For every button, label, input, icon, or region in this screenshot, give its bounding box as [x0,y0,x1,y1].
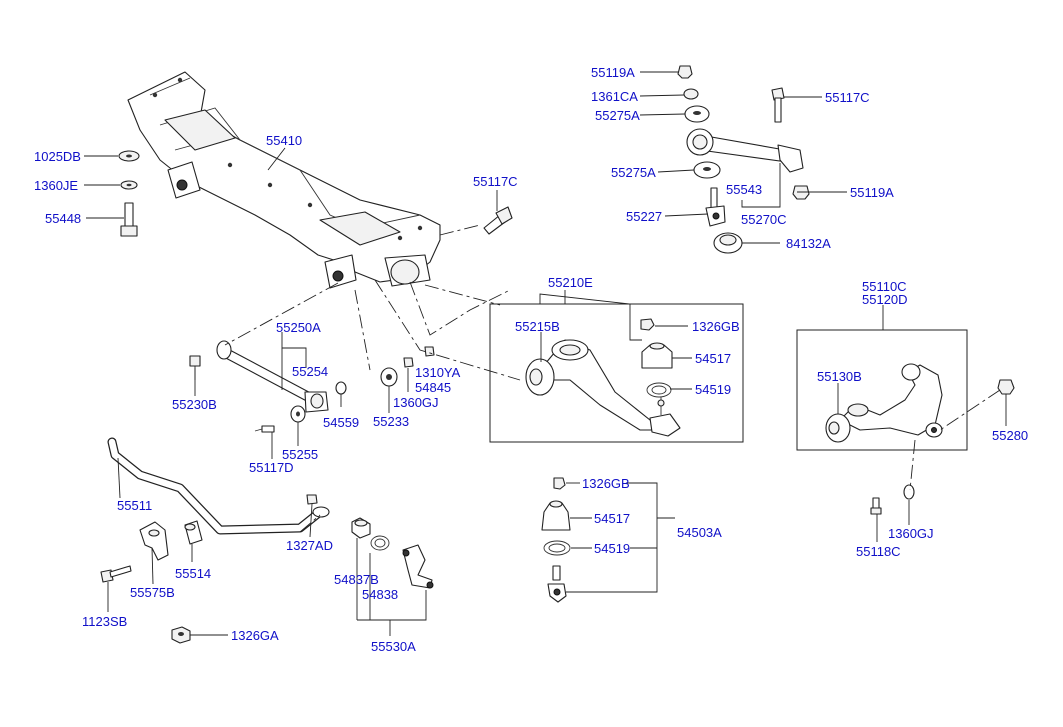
upper-arm-55110c-drawing [839,363,943,438]
label-54837b: 54837B [334,572,379,587]
bushing-54837b-drawing [351,517,371,539]
label-55275a-mid: 55275A [611,165,656,180]
label-55117d: 55117D [249,460,294,475]
link-55543-drawing [686,128,804,173]
label-55275a-top: 55275A [595,108,640,123]
label-54838: 54838 [362,587,398,602]
dust-boot-54517-bot-drawing [541,500,571,531]
label-1123sb: 1123SB [82,614,127,629]
bolt-1123sb-drawing [100,565,132,583]
nut-55119a-top-drawing [677,65,693,79]
lateral-link-55250a-drawing [216,340,329,413]
label-55255: 55255 [282,447,318,462]
label-1310ya: 1310YA [415,365,461,380]
bolt-55227-drawing [705,187,726,227]
label-1326gb-top: 1326GB [692,319,740,334]
nut-1327ad-drawing [306,494,318,505]
bushing-55130b-drawing [825,413,851,443]
label-54517-bot: 54517 [594,511,630,526]
nut-1310ya-drawing [403,357,414,368]
nut-55280-drawing [997,379,1015,395]
label-1360je: 1360JE [34,178,78,193]
bracket-55575b-drawing [139,521,169,561]
washer-1361ca-drawing [683,88,699,100]
label-1025db: 1025DB [34,149,81,164]
bolt-55118c-drawing [870,497,882,515]
label-1327ad: 1327AD [286,538,333,553]
label-55117c-top: 55117C [825,90,870,105]
label-55233: 55233 [373,414,409,429]
label-54845: 54845 [415,380,451,395]
label-55119a-mid: 55119A [850,185,894,200]
label-54519-bot: 54519 [594,541,630,556]
bushing-84132a-drawing [713,232,743,254]
nut-55119a-mid-drawing [792,185,810,200]
label-54559: 54559 [323,415,359,430]
label-1361ca: 1361CA [591,89,638,104]
upper-arm-group-box [796,329,968,451]
bushing-55275a-top-drawing [684,105,710,123]
link-55530a-drawing [402,544,434,589]
label-55227: 55227 [626,209,662,224]
washer-1360je-drawing [120,180,138,190]
label-55119a-top: 55119A [591,65,635,80]
washer-1360gj-right-drawing [903,484,915,500]
bolt-55448-drawing [120,202,138,237]
label-1326gb-bot: 1326GB [582,476,630,491]
label-55118c: 55118C [856,544,901,559]
label-55543: 55543 [726,182,762,197]
label-55280: 55280 [992,428,1028,443]
washer-1025db-drawing [118,150,140,162]
label-54517-top: 54517 [695,351,731,366]
bolt-55117c-mid-drawing [483,206,513,235]
label-55250a: 55250A [276,320,321,335]
washer-55255-drawing [290,405,306,423]
label-84132a: 84132A [786,236,831,251]
ring-54519-bot-drawing [543,540,571,556]
label-55270c: 55270C [741,212,787,227]
label-54503a: 54503A [677,525,722,540]
bushing-55275a-mid-drawing [693,161,721,179]
nut-54845-drawing [424,346,435,357]
label-55410: 55410 [266,133,302,148]
stabilizer-bar-55511-drawing [107,437,330,535]
label-1360gj-right: 1360GJ [888,526,934,541]
label-55120d: 55120D [862,292,908,307]
ring-54519-top-drawing [646,382,672,398]
nut-1326gb-top-drawing [640,318,655,331]
label-55448: 55448 [45,211,81,226]
label-55215b: 55215B [515,319,560,334]
label-55254: 55254 [292,364,328,379]
label-55130b: 55130B [817,369,862,384]
label-55575b: 55575B [130,585,175,600]
crossmember-55410-drawing [127,71,441,289]
bushing-54559-drawing [335,381,347,395]
label-1360gj-mid: 1360GJ [393,395,439,410]
bolt-55117c-top-drawing [771,87,785,123]
dashed-connectors [224,224,1001,533]
ball-joint-drawing [547,565,567,603]
label-1326ga: 1326GA [231,628,279,643]
label-55110c: 55110C [862,279,907,294]
washer-55233-drawing [380,367,398,387]
lower-arm-55210e-drawing [525,339,681,437]
label-55210e: 55210E [548,275,593,290]
label-55117c-mid: 55117C [473,174,518,189]
bushing-55514-drawing [184,520,203,545]
label-54519-top: 54519 [695,382,731,397]
dust-boot-54517-top-drawing [641,342,673,369]
bolt-55117d-drawing [254,425,275,433]
lower-arm-group-box [489,303,744,443]
label-55530a: 55530A [371,639,416,654]
label-55511: 55511 [117,498,152,513]
leader-lines [84,71,1007,636]
ring-54838-drawing [370,535,390,551]
label-55514: 55514 [175,566,211,581]
nut-1326gb-bot-drawing [553,477,566,490]
part-labels: 55119A 1361CA 55275A 55117C 55275A 55543… [34,65,1028,654]
nut-1326ga-drawing [171,626,191,644]
label-55230b: 55230B [172,397,217,412]
